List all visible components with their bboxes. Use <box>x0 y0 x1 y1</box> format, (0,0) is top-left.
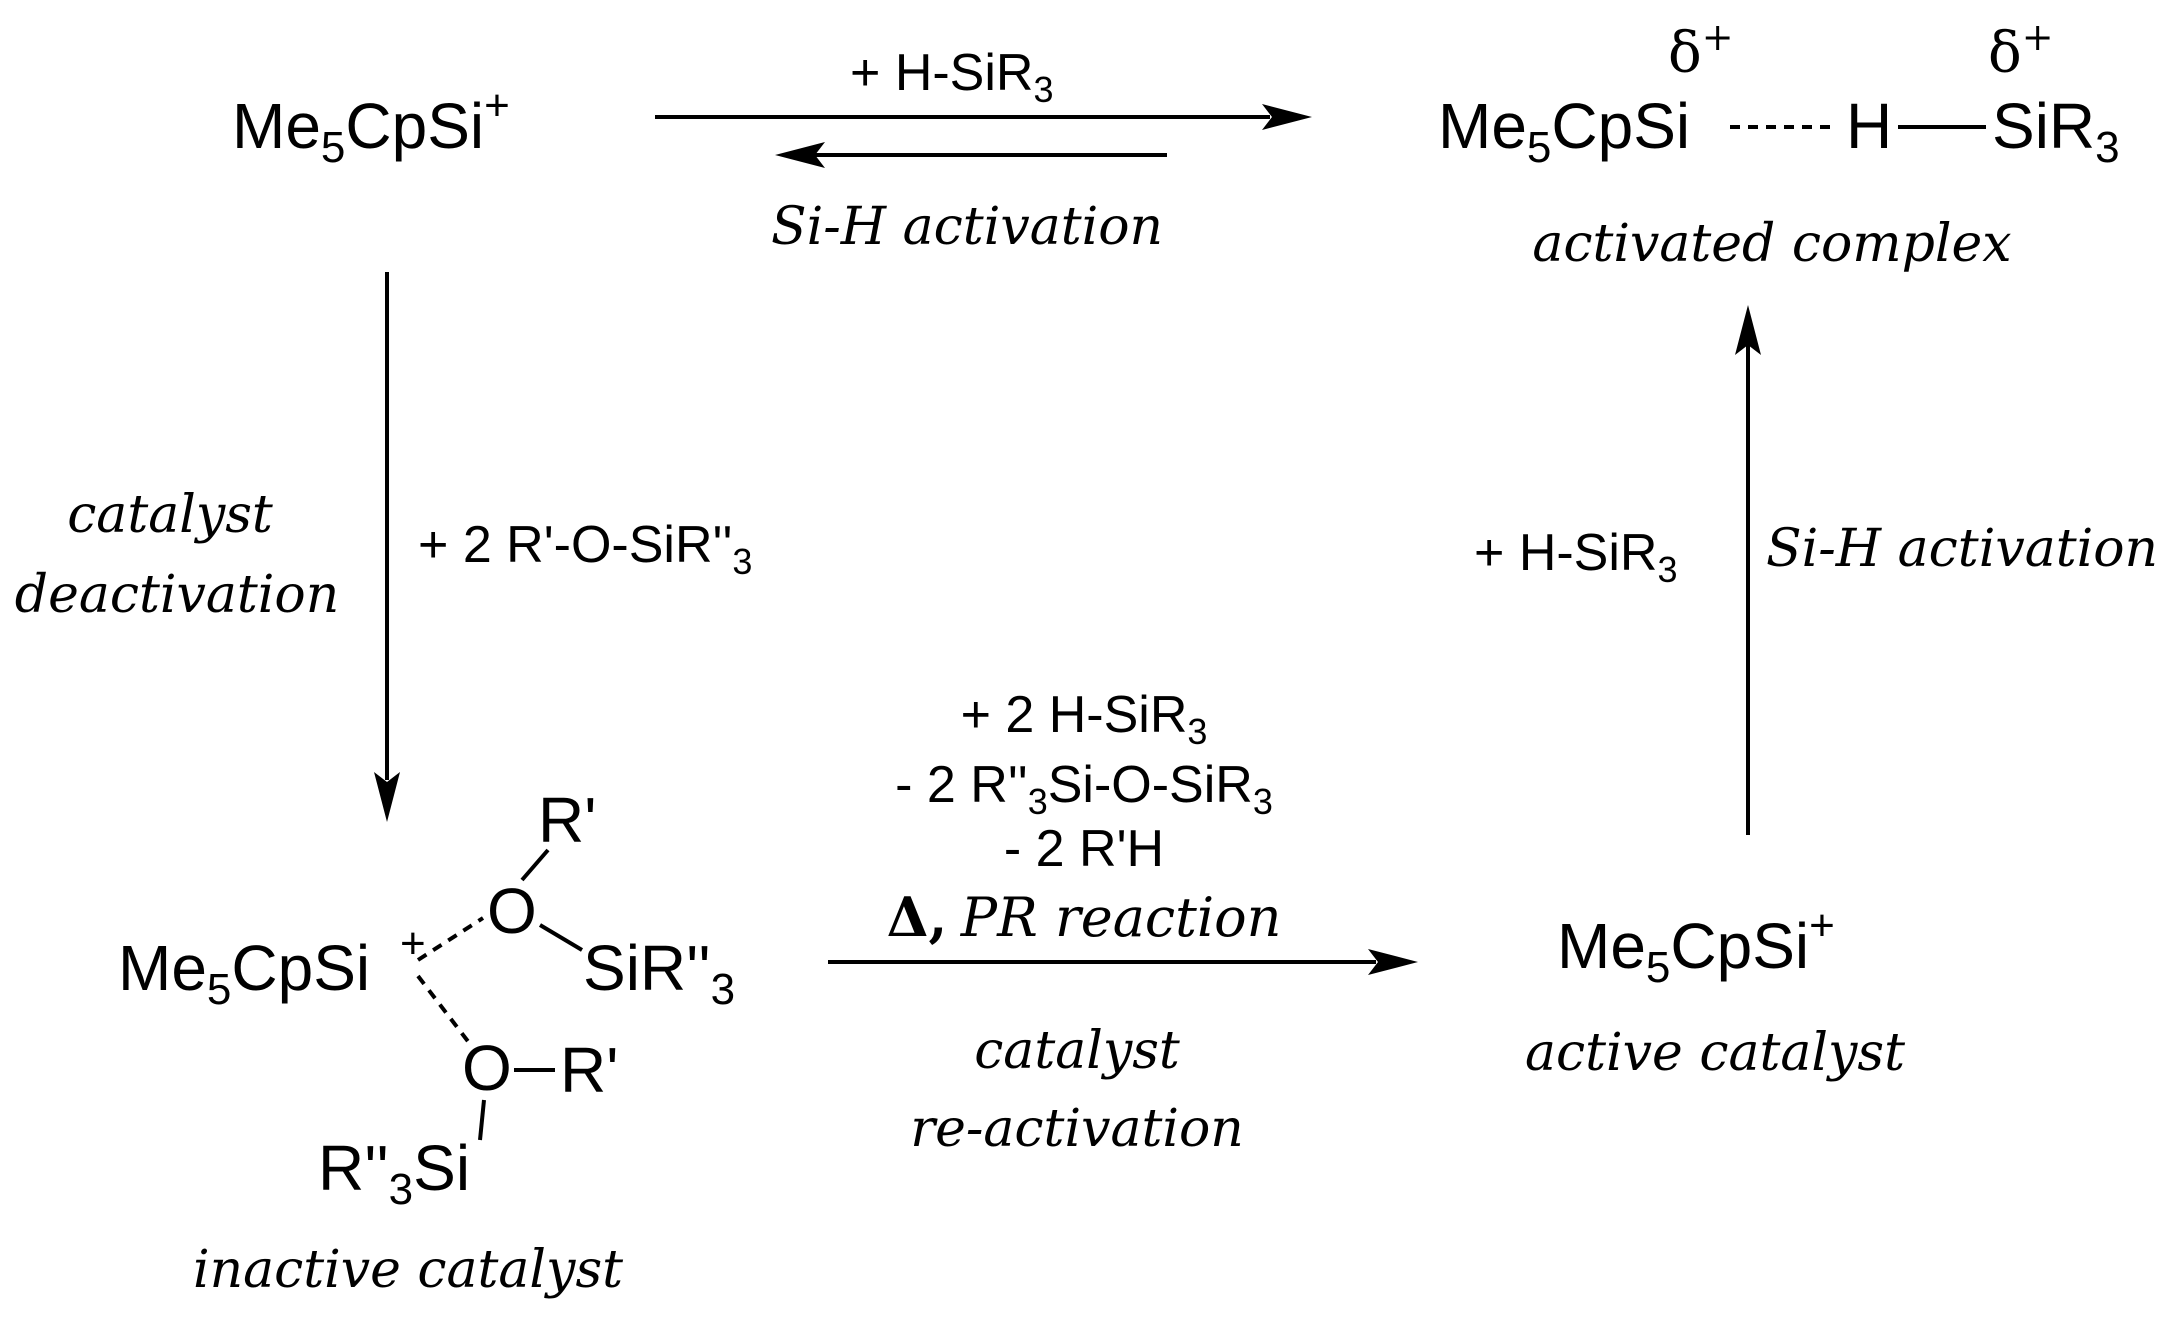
reactivation-label-2: re-activation <box>910 1099 1244 1159</box>
activation-arrow <box>1735 305 1761 835</box>
inactive-o-bottom: O <box>462 1032 512 1104</box>
activated-complex-h: H <box>1846 90 1892 162</box>
inactive-catalyst-label: inactive catalyst <box>193 1240 623 1300</box>
top-arrow-label: Si-H activation <box>771 197 1163 257</box>
top-equilibrium-arrows <box>655 104 1312 168</box>
reactivation-reagent-1: + 2 H-SiR3 <box>961 686 1208 752</box>
active-catalyst: Me5CpSi+ <box>1557 901 1835 992</box>
inactive-si-top: SiR''3 <box>583 932 735 1014</box>
top-left-species: Me5CpSi+ <box>232 81 510 172</box>
reactivation-reagent-3: - 2 R'H <box>1004 820 1164 878</box>
deactivation-label-1: catalyst <box>67 485 273 545</box>
delta-right: δ+ <box>1988 15 2054 86</box>
inactive-si-bottom: R''3Si <box>318 1132 470 1214</box>
inactive-catalyst-charge: + <box>400 919 426 968</box>
delta-left: δ+ <box>1668 15 1734 86</box>
activated-complex: δ+ δ+ Me5CpSi H SiR3 <box>1438 15 2120 172</box>
reactivation-arrow <box>828 949 1418 975</box>
activated-complex-left: Me5CpSi <box>1438 90 1690 172</box>
inactive-catalyst-core: Me5CpSi <box>118 932 370 1014</box>
activated-complex-right: SiR3 <box>1992 90 2120 172</box>
active-catalyst-label: active catalyst <box>1525 1023 1905 1083</box>
activated-complex-label: activated complex <box>1532 214 2011 274</box>
reactivation-label-1: catalyst <box>974 1021 1180 1081</box>
inactive-r-prime-bottom: R' <box>560 1034 618 1106</box>
deactivation-label-2: deactivation <box>15 565 339 625</box>
inactive-o-top: O <box>487 875 537 947</box>
top-arrow-reagent: + H-SiR3 <box>850 44 1054 110</box>
activation-label: Si-H activation <box>1766 519 2158 579</box>
inactive-r-prime-top: R' <box>538 784 596 856</box>
deactivation-arrow <box>374 272 400 822</box>
activation-reagent: + H-SiR3 <box>1474 524 1678 590</box>
deactivation-reagent: + 2 R'-O-SiR''3 <box>418 516 752 582</box>
reactivation-condition: Δ, PR reaction <box>887 885 1282 949</box>
inactive-catalyst: Me5CpSi + R' O SiR''3 O R' R''3Si <box>118 784 735 1214</box>
reactivation-reagent-2: - 2 R''3Si-O-SiR3 <box>895 756 1273 822</box>
